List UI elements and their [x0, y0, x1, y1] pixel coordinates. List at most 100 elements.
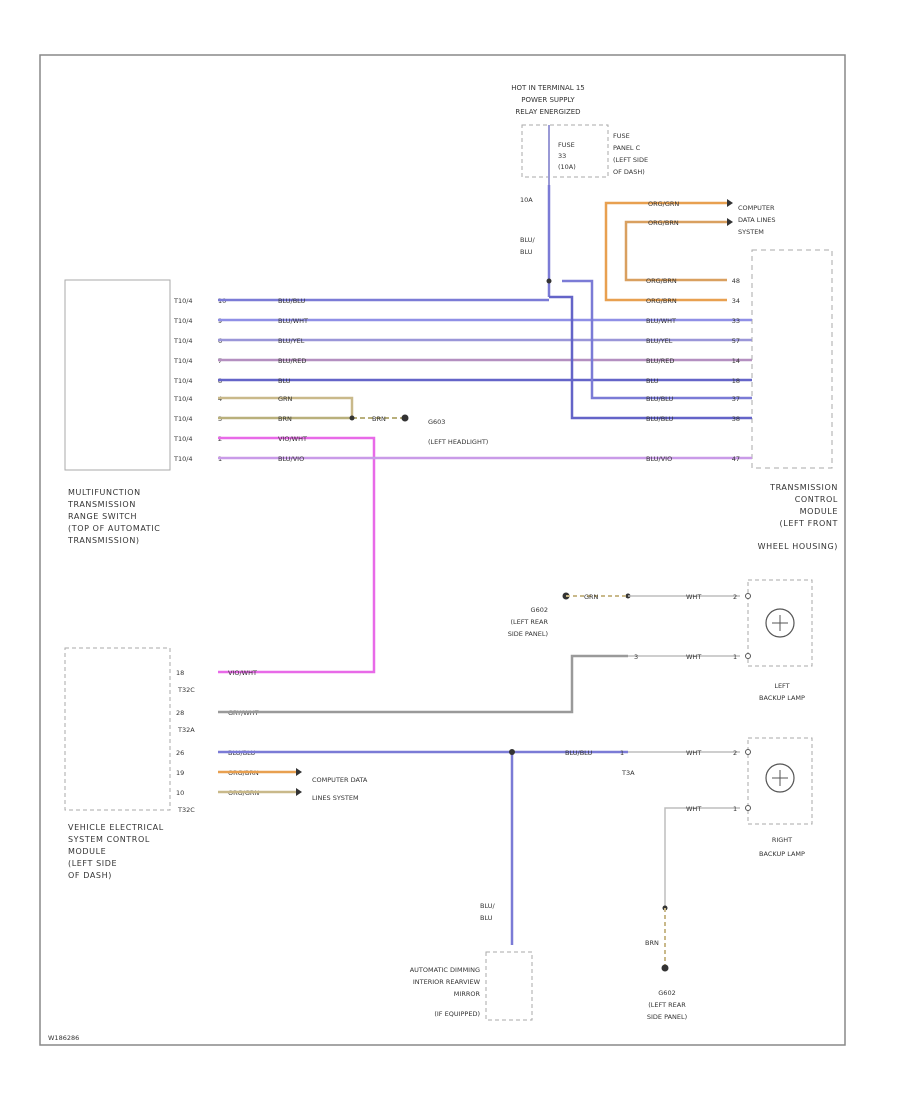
- tcm-caption: TRANSMISSION CONTROL MODULE (LEFT FRONT …: [758, 483, 838, 551]
- g603-brn-label: BRN: [372, 415, 386, 423]
- wht1: WHT: [686, 593, 701, 601]
- tcm-pin: 37: [732, 395, 740, 403]
- svg-text:VEHICLE ELECTRICAL: VEHICLE ELECTRICAL: [68, 823, 164, 832]
- svg-text:(TOP OF AUTOMATIC: (TOP OF AUTOMATIC: [68, 524, 160, 533]
- feed-wire-label: BLU/ BLU: [520, 236, 536, 256]
- mirror-wire-label: BLU/ BLU: [480, 902, 496, 922]
- range-switch-wire-label: BLU: [278, 377, 291, 385]
- svg-text:TRANSMISSION: TRANSMISSION: [67, 500, 136, 509]
- mirror-caption: AUTOMATIC DIMMING INTERIOR REARVIEW MIRR…: [410, 966, 481, 1018]
- computer-data-top-wires: [604, 201, 727, 302]
- svg-text:G602: G602: [531, 606, 548, 614]
- svg-text:G602: G602: [658, 989, 675, 997]
- svg-text:BACKUP LAMP: BACKUP LAMP: [759, 694, 805, 702]
- pin4: 1: [733, 805, 737, 813]
- svg-text:COMPUTER DATA: COMPUTER DATA: [312, 776, 368, 784]
- tcm-wire-label: BLU/YEL: [646, 337, 673, 345]
- vescm-wires: [218, 654, 628, 945]
- svg-text:BACKUP LAMP: BACKUP LAMP: [759, 850, 805, 858]
- wht4: WHT: [686, 805, 701, 813]
- vescm-pin: 10: [176, 789, 184, 797]
- range-switch-conn: T10/4: [173, 357, 193, 365]
- vescm-pin: 26: [176, 749, 184, 757]
- range-switch-conn: T10/4: [173, 337, 193, 345]
- tcm-box: [751, 249, 833, 469]
- svg-text:BLU: BLU: [520, 248, 533, 256]
- svg-text:WHEEL HOUSING): WHEEL HOUSING): [758, 542, 838, 551]
- svg-text:(LEFT REAR: (LEFT REAR: [648, 1001, 686, 1009]
- left-backup-caption: LEFT BACKUP LAMP: [759, 682, 805, 702]
- svg-text:SIDE PANEL): SIDE PANEL): [508, 630, 548, 638]
- svg-text:FUSE: FUSE: [613, 132, 630, 140]
- range-switch-wire-label: BLU/BLU: [278, 297, 305, 305]
- svg-text:(LEFT FRONT: (LEFT FRONT: [780, 519, 838, 528]
- svg-text:(LEFT SIDE: (LEFT SIDE: [68, 859, 117, 868]
- svg-text:POWER SUPPLY: POWER SUPPLY: [521, 96, 575, 104]
- vescm-pin: 19: [176, 769, 184, 777]
- svg-text:LINES SYSTEM: LINES SYSTEM: [312, 794, 359, 802]
- tcm-wire-label: BLU/BLU: [646, 395, 673, 403]
- range-switch-wire-label: BLU/RED: [278, 357, 306, 365]
- tcm-wire-label: BLU: [646, 377, 659, 385]
- tcm-pin: 48: [732, 277, 740, 285]
- svg-text:OF DASH): OF DASH): [68, 871, 112, 880]
- svg-text:BLU/: BLU/: [520, 236, 536, 244]
- tcm-pin: 33: [732, 317, 740, 325]
- splice-top: [546, 278, 552, 284]
- svg-text:LEFT: LEFT: [774, 682, 789, 690]
- computer-data-bottom-label: COMPUTER DATA LINES SYSTEM: [312, 776, 368, 802]
- right-backup-lamp-bulb: [765, 763, 795, 793]
- range-switch-wires: [218, 279, 752, 674]
- vescm-wire-label: VIO/WHT: [228, 669, 257, 677]
- range-switch-wire-label: GRN: [278, 395, 293, 403]
- backup-pin-t3: 1: [620, 749, 624, 757]
- range-switch-wire-label: BLU/YEL: [278, 337, 305, 345]
- fuse-panel-box: [521, 124, 609, 178]
- vescm-conn: T32C: [177, 806, 195, 814]
- vescm-pin: 18: [176, 669, 184, 677]
- svg-text:GRN: GRN: [584, 593, 599, 601]
- svg-text:MODULE: MODULE: [68, 847, 106, 856]
- svg-text:MODULE: MODULE: [800, 507, 838, 516]
- range-switch-conn: T10/4: [173, 415, 193, 423]
- range-switch-wire-label: BLU/VIO: [278, 455, 304, 463]
- svg-text:BLU/: BLU/: [480, 902, 496, 910]
- vescm-conn: T32C: [177, 686, 195, 694]
- svg-text:RANGE SWITCH: RANGE SWITCH: [68, 512, 137, 521]
- svg-text:RIGHT: RIGHT: [772, 836, 792, 844]
- tcm-wire-label: BLU/RED: [646, 357, 674, 365]
- page-code: W186286: [48, 1034, 79, 1042]
- svg-text:(LEFT SIDE: (LEFT SIDE: [613, 156, 648, 164]
- left-backup-lamp-bulb: [765, 608, 795, 638]
- pin3: 2: [733, 749, 737, 757]
- svg-text:MIRROR: MIRROR: [454, 990, 481, 998]
- g603-label: G603 (LEFT HEADLIGHT): [428, 418, 488, 446]
- svg-text:PANEL C: PANEL C: [613, 144, 641, 152]
- range-switch-conn: T10/4: [173, 377, 193, 385]
- tcm-wire-label: BLU/BLU: [646, 415, 673, 423]
- vescm-pin: 28: [176, 709, 184, 717]
- svg-text:OF DASH): OF DASH): [613, 168, 645, 176]
- backup-t3: T3A: [621, 769, 635, 777]
- svg-text:SYSTEM CONTROL: SYSTEM CONTROL: [68, 835, 150, 844]
- svg-text:BLU: BLU: [480, 914, 493, 922]
- tcm-wire-label: BLU/WHT: [646, 317, 676, 325]
- svg-text:(LEFT HEADLIGHT): (LEFT HEADLIGHT): [428, 438, 488, 446]
- splice-mirror: [509, 749, 515, 755]
- computer-wire1-label: ORG/GRN: [648, 200, 679, 208]
- tcm-pin: 14: [732, 357, 740, 365]
- svg-text:SYSTEM: SYSTEM: [738, 228, 764, 236]
- range-switch-conn: T10/4: [173, 317, 193, 325]
- pin2: 1: [733, 653, 737, 661]
- arrow-top-2: [727, 218, 733, 226]
- tcm-pin: 47: [732, 455, 740, 463]
- svg-text:RELAY ENERGIZED: RELAY ENERGIZED: [515, 108, 580, 116]
- arrow-top-1: [727, 199, 733, 207]
- pin1: 2: [733, 593, 737, 601]
- tcm-pin: 57: [732, 337, 740, 345]
- range-switch-conn: T10/4: [173, 455, 193, 463]
- fuse-panel-label: FUSE PANEL C (LEFT SIDE OF DASH): [613, 132, 648, 176]
- right-backup-lamp-box: [747, 737, 813, 825]
- range-switch-conn: T10/4: [173, 395, 193, 403]
